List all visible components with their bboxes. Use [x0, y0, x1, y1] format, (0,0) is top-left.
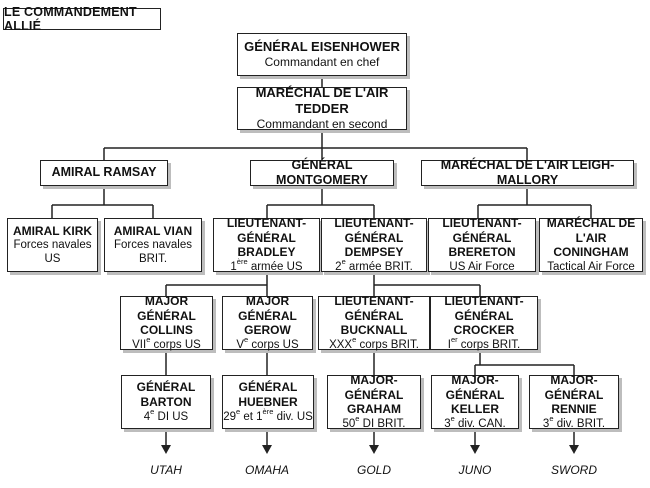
node-ramsay: AMIRAL RAMSAY: [40, 160, 168, 186]
node-vian: AMIRAL VIAN Forces navales BRIT.: [104, 218, 202, 272]
node-name-line1: MAJOR-GÉNÉRAL: [344, 373, 404, 402]
beach-juno: JUNO: [458, 463, 492, 477]
node-name-line2: BUCKNALL: [340, 323, 408, 338]
node-name-line2: BRERETON: [448, 245, 516, 260]
node-name-line1: LIEUTENANT-GÉNÉRAL: [444, 294, 524, 323]
node-kirk: AMIRAL KIRK Forces navales US: [7, 218, 98, 272]
node-name: MARÉCHAL DE L'AIR TEDDER: [255, 85, 389, 117]
node-name-line1: MAJOR GÉNÉRAL: [238, 294, 297, 323]
node-keller: MAJOR-GÉNÉRAL KELLER 3e div. CAN.: [431, 373, 519, 430]
node-role: XXXe corps BRIT.: [329, 335, 419, 351]
node-role: Forces navales US: [13, 239, 92, 266]
node-name-line1: MAJOR-GÉNÉRAL: [544, 373, 604, 402]
node-role: Tactical Air Force: [547, 260, 635, 273]
node-name-line1: LIEUTENANT-GÉNÉRAL: [334, 216, 414, 245]
node-name: GÉNÉRAL MONTGOMERY: [276, 157, 368, 187]
node-coningham: MARÉCHAL DE L'AIR CONINGHAM Tactical Air…: [539, 216, 643, 273]
node-name-line2: CONINGHAM: [553, 245, 629, 260]
node-name-line2: BRADLEY: [237, 245, 296, 260]
node-role: Forces navales BRIT.: [114, 239, 192, 266]
beach-sword: SWORD: [551, 463, 597, 477]
node-name: GÉNÉRAL HUEBNER: [238, 380, 298, 409]
node-role: Ve corps US: [236, 335, 299, 351]
node-role: 50e DI BRIT.: [342, 414, 406, 430]
node-name-line2: DEMPSEY: [344, 245, 404, 260]
node-barton: GÉNÉRAL BARTON 4e DI US: [121, 375, 211, 429]
node-huebner: GÉNÉRAL HUEBNER 29e et 1ère div. US: [222, 375, 314, 429]
node-name-line2: GEROW: [244, 323, 291, 338]
node-name: AMIRAL VIAN: [113, 223, 193, 238]
node-role: Ier corps BRIT.: [447, 335, 521, 351]
node-role: 1ère armée US: [230, 257, 303, 273]
beach-gold: GOLD: [356, 463, 391, 477]
node-name: AMIRAL RAMSAY: [51, 165, 157, 180]
beach-utah: UTAH: [150, 463, 182, 477]
node-collins: MAJOR GÉNÉRAL COLLINS VIIe corps US: [120, 294, 213, 351]
node-bradley: LIEUTENANT-GÉNÉRAL BRADLEY 1ère armée US: [213, 216, 320, 273]
node-name-line1: MAJOR-GÉNÉRAL: [445, 373, 505, 402]
beach-omaha: OMAHA: [244, 463, 289, 477]
node-crocker: LIEUTENANT-GÉNÉRAL CROCKER Ier corps BRI…: [430, 294, 538, 351]
node-name-line1: LIEUTENANT-GÉNÉRAL: [442, 216, 522, 245]
node-name: GÉNÉRAL BARTON: [136, 380, 196, 409]
node-eisenhower: GÉNÉRAL EISENHOWER Commandant en chef: [237, 33, 407, 76]
node-brereton: LIEUTENANT-GÉNÉRAL BRERETON US Air Force: [428, 216, 536, 273]
node-graham: MAJOR-GÉNÉRAL GRAHAM 50e DI BRIT.: [327, 373, 421, 430]
node-role: 3e div. BRIT.: [542, 414, 606, 430]
node-role: US Air Force: [449, 260, 515, 273]
node-name-line1: MAJOR GÉNÉRAL: [137, 294, 196, 323]
arrow-down-icon: [470, 445, 480, 454]
node-role: 2e armée BRIT.: [335, 257, 413, 273]
node-role: Commandant en second: [256, 117, 388, 132]
node-name-line1: LIEUTENANT-GÉNÉRAL: [226, 216, 307, 245]
node-name-line2: RENNIE: [551, 402, 597, 417]
node-leigh-mallory: MARÉCHAL DE L'AIR LEIGH-MALLORY: [421, 157, 634, 187]
node-name: AMIRAL KIRK: [12, 223, 93, 238]
node-gerow: MAJOR GÉNÉRAL GEROW Ve corps US: [222, 294, 313, 351]
node-name-line2: GRAHAM: [347, 402, 401, 417]
node-role: 4e DI US: [143, 406, 189, 423]
node-montgomery: GÉNÉRAL MONTGOMERY: [250, 157, 394, 187]
arrow-down-icon: [569, 445, 579, 454]
node-role: VIIe corps US: [132, 335, 201, 351]
node-name-line2: COLLINS: [140, 323, 193, 338]
node-role: 29e et 1ère div. US: [223, 406, 313, 423]
node-name-line2: KELLER: [451, 402, 499, 417]
node-role: 3e div. CAN.: [444, 414, 506, 430]
node-tedder: MARÉCHAL DE L'AIR TEDDER Commandant en s…: [237, 85, 407, 132]
node-name: GÉNÉRAL EISENHOWER: [244, 39, 400, 55]
node-rennie: MAJOR-GÉNÉRAL RENNIE 3e div. BRIT.: [529, 373, 619, 430]
node-role: Commandant en chef: [264, 55, 380, 70]
node-name-line1: LIEUTENANT-GÉNÉRAL: [334, 294, 414, 323]
node-bucknall: LIEUTENANT-GÉNÉRAL BUCKNALL XXXe corps B…: [318, 294, 430, 351]
arrow-down-icon: [262, 445, 272, 454]
node-name-line2: CROCKER: [453, 323, 515, 338]
arrow-down-icon: [161, 445, 171, 454]
arrow-down-icon: [369, 445, 379, 454]
node-dempsey: LIEUTENANT-GÉNÉRAL DEMPSEY 2e armée BRIT…: [321, 216, 427, 273]
node-name: MARÉCHAL DE L'AIR LEIGH-MALLORY: [440, 157, 615, 187]
node-name-line1: MARÉCHAL DE L'AIR: [546, 216, 636, 245]
chart-title: LE COMMANDEMENT ALLIÉ: [3, 5, 161, 33]
